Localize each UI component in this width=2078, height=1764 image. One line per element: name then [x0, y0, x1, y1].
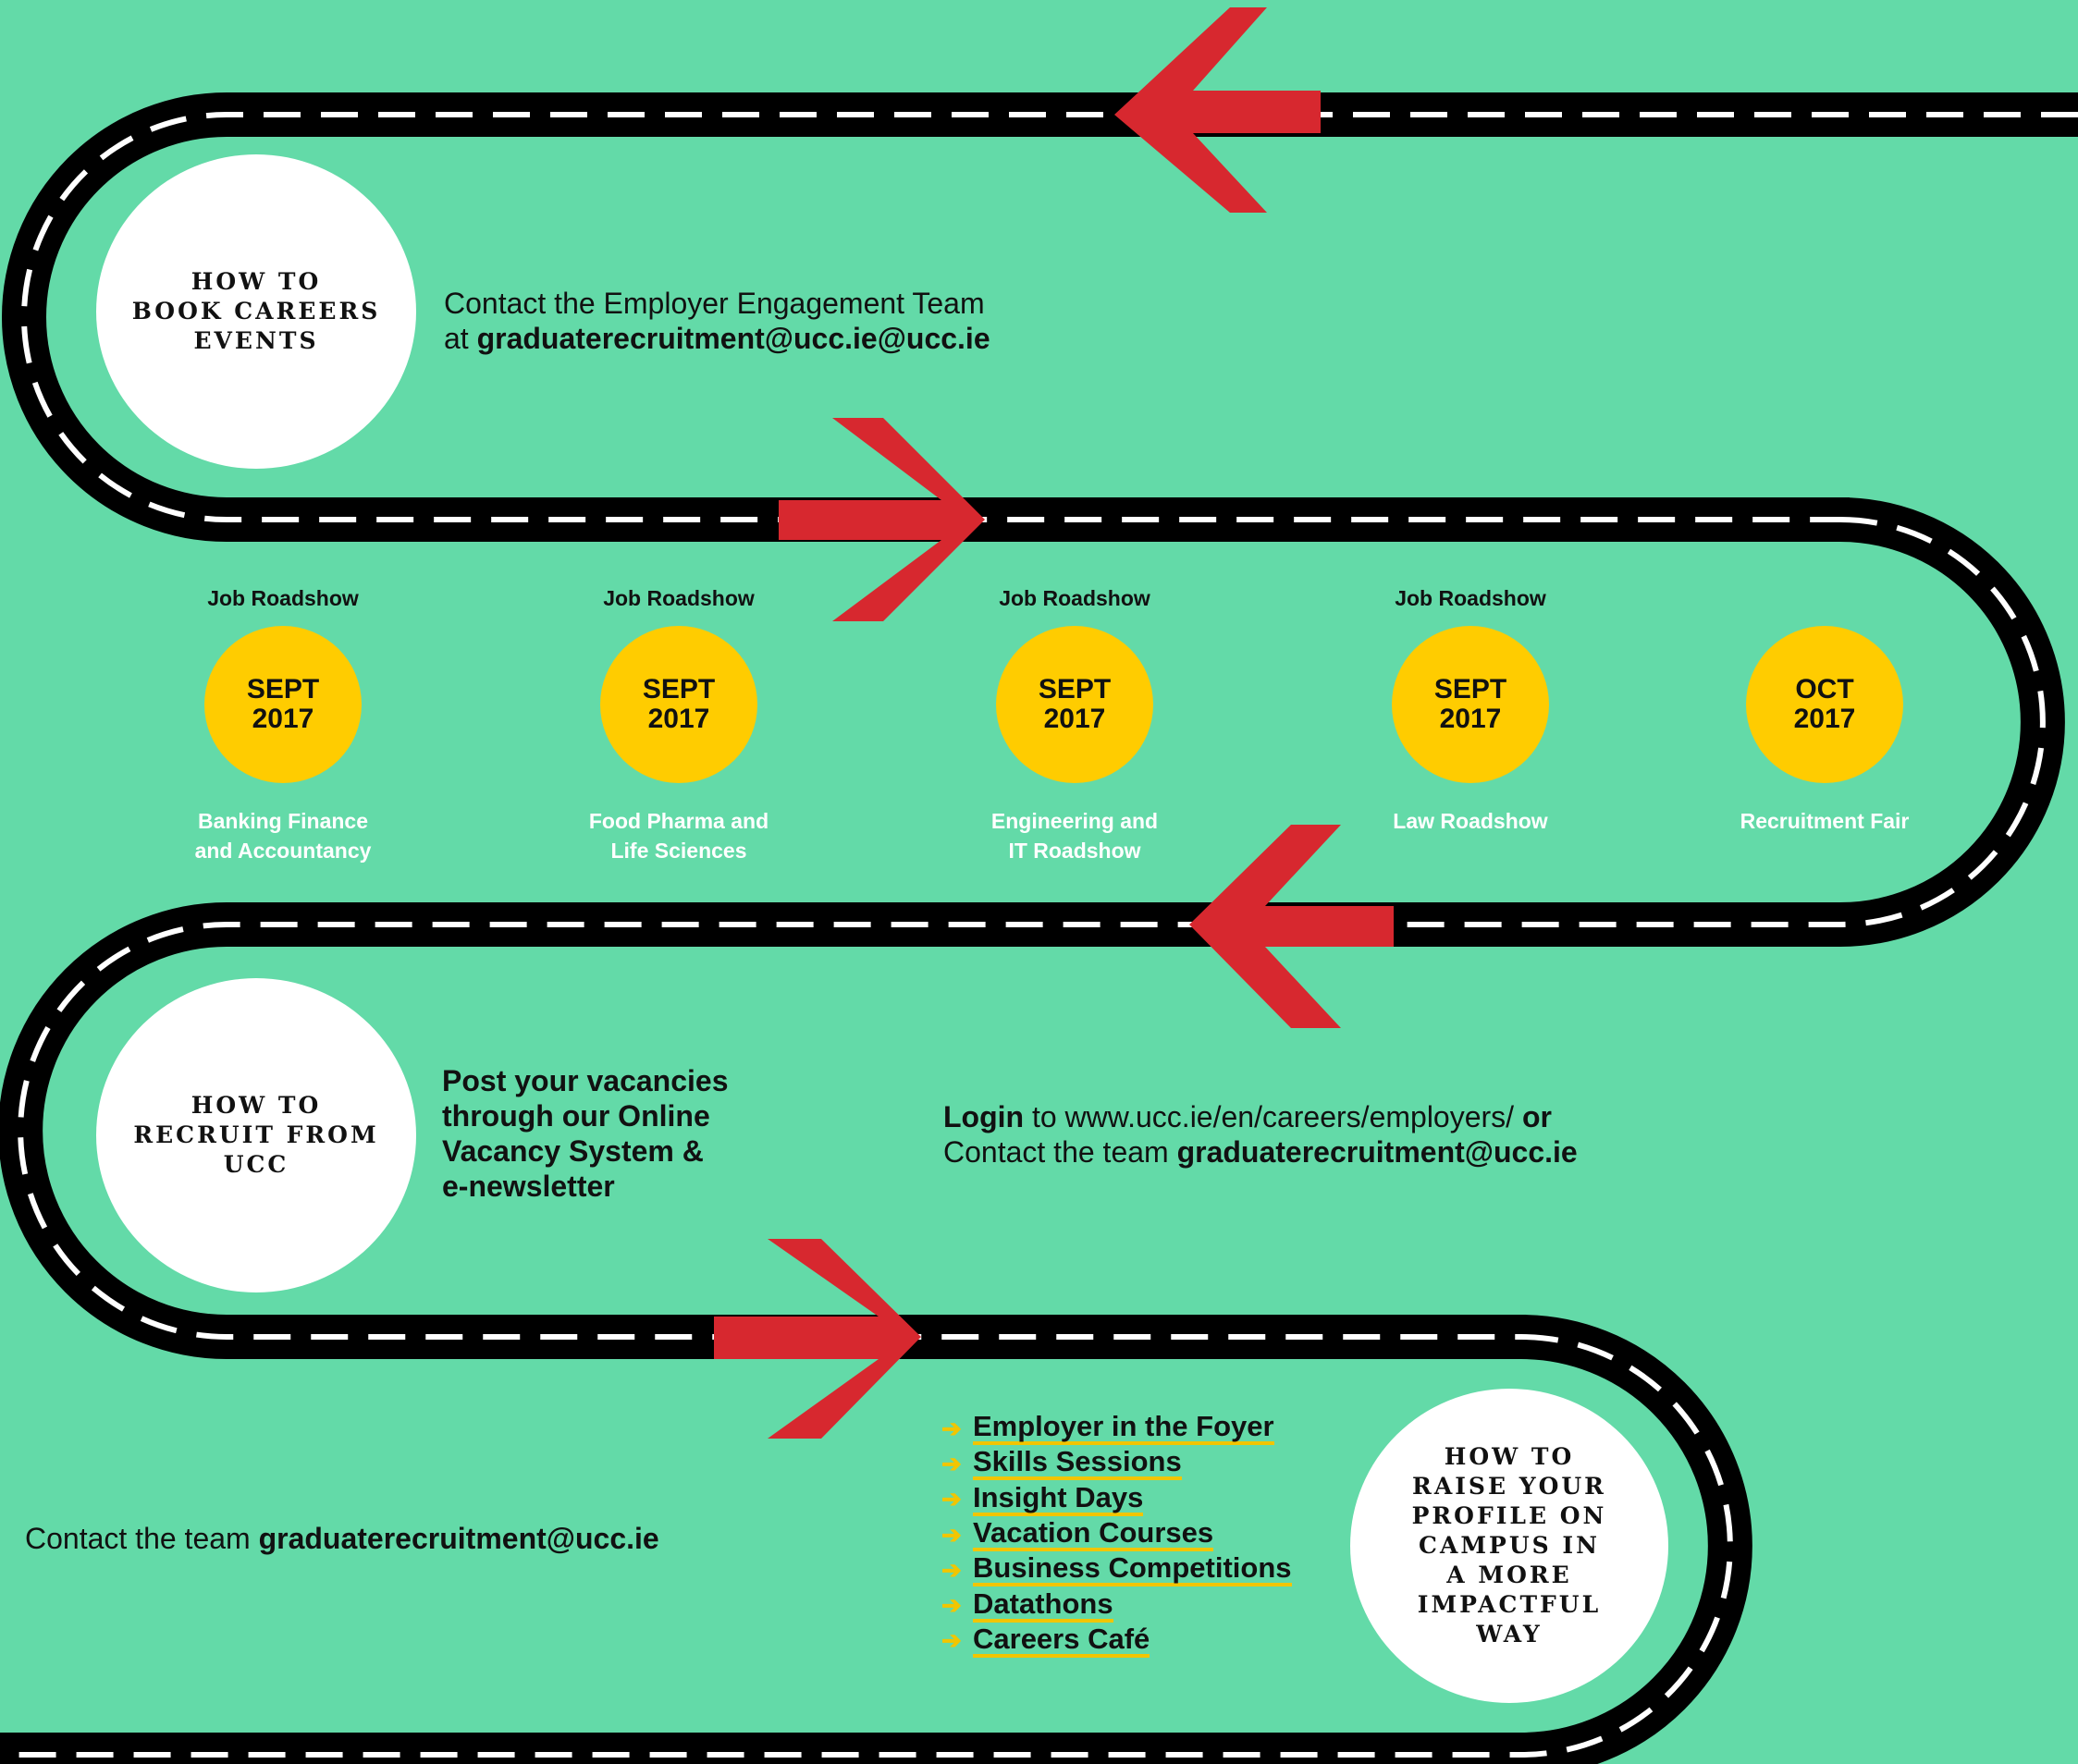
login-contact-text: Login to www.ucc.ie/en/careers/employers…	[943, 1100, 1578, 1169]
event-3-name: Engineering and IT Roadshow	[990, 809, 1159, 863]
lane-marking-2	[18, 517, 2046, 1340]
event-3-type: Job Roadshow	[999, 586, 1150, 610]
list-item: ➔Insight Days	[941, 1482, 1292, 1517]
heading-recruit: HOW TO RECRUIT FROM UCC	[133, 1092, 379, 1178]
event-5-name: Recruitment Fair	[1740, 809, 1910, 833]
list-item: ➔Employer in the Foyer	[941, 1411, 1292, 1446]
event-1-name: Banking Finance and Accountancy	[194, 809, 372, 863]
list-item: ➔Vacation Courses	[941, 1517, 1292, 1552]
arrow-right-icon: ➔	[941, 1520, 962, 1549]
arrow-right-icon: ➔	[941, 1449, 962, 1477]
list-item: ➔Skills Sessions	[941, 1446, 1292, 1481]
profile-contact-text: Contact the team graduaterecruitment@ucc…	[25, 1522, 659, 1555]
arrow-right-1	[779, 418, 985, 621]
heading-raise-profile: HOW TO RAISE YOUR PROFILE ON CAMPUS IN A…	[1411, 1443, 1607, 1648]
heading-circle-recruit: HOW TO RECRUIT FROM UCC	[96, 978, 416, 1292]
arrow-right-icon: ➔	[941, 1591, 962, 1620]
arrow-right-2	[714, 1239, 921, 1439]
event-1-type: Job Roadshow	[207, 586, 359, 610]
heading-circle-raise-profile: HOW TO RAISE YOUR PROFILE ON CAMPUS IN A…	[1350, 1389, 1668, 1703]
arrow-right-icon: ➔	[941, 1555, 962, 1584]
event-1-date: SEPT 2017	[204, 626, 362, 783]
login-link[interactable]: Login	[943, 1100, 1025, 1133]
event-3-date: SEPT 2017	[996, 626, 1153, 783]
arrow-left-1	[1112, 7, 1321, 213]
contact-email-link[interactable]: graduaterecruitment@ucc.ie	[258, 1522, 659, 1555]
list-item: ➔Business Competitions	[941, 1552, 1292, 1587]
event-2-type: Job Roadshow	[603, 586, 755, 610]
contact-email-link[interactable]: graduaterecruitment@ucc.ie	[1176, 1135, 1578, 1169]
heading-circle-book-events: HOW TO BOOK CAREERS EVENTS	[96, 154, 416, 469]
road-segment-3	[0, 1315, 1752, 1764]
post-vacancies-text: Post your vacancies through our Online V…	[442, 1064, 729, 1203]
activities-list: ➔Employer in the Foyer ➔Skills Sessions …	[941, 1411, 1292, 1659]
list-item: ➔Datathons	[941, 1587, 1292, 1623]
list-item: ➔Careers Café	[941, 1623, 1292, 1659]
event-4-name: Law Roadshow	[1393, 809, 1548, 833]
event-2-date: SEPT 2017	[600, 626, 757, 783]
arrow-right-icon: ➔	[941, 1485, 962, 1513]
arrow-left-2	[1189, 825, 1394, 1028]
contact-email-link[interactable]: graduaterecruitment@ucc.ie@ucc.ie	[476, 322, 990, 355]
heading-book-events: HOW TO BOOK CAREERS EVENTS	[131, 268, 381, 354]
road-segment-1	[2, 92, 2078, 542]
arrow-right-icon: ➔	[941, 1414, 962, 1442]
event-5-date: OCT 2017	[1746, 626, 1903, 783]
event-4-type: Job Roadshow	[1395, 586, 1546, 610]
event-4-date: SEPT 2017	[1392, 626, 1549, 783]
arrow-right-icon: ➔	[941, 1626, 962, 1655]
book-events-contact: Contact the Employer Engagement Team at …	[444, 287, 990, 355]
event-2-name: Food Pharma and Life Sciences	[588, 809, 769, 863]
